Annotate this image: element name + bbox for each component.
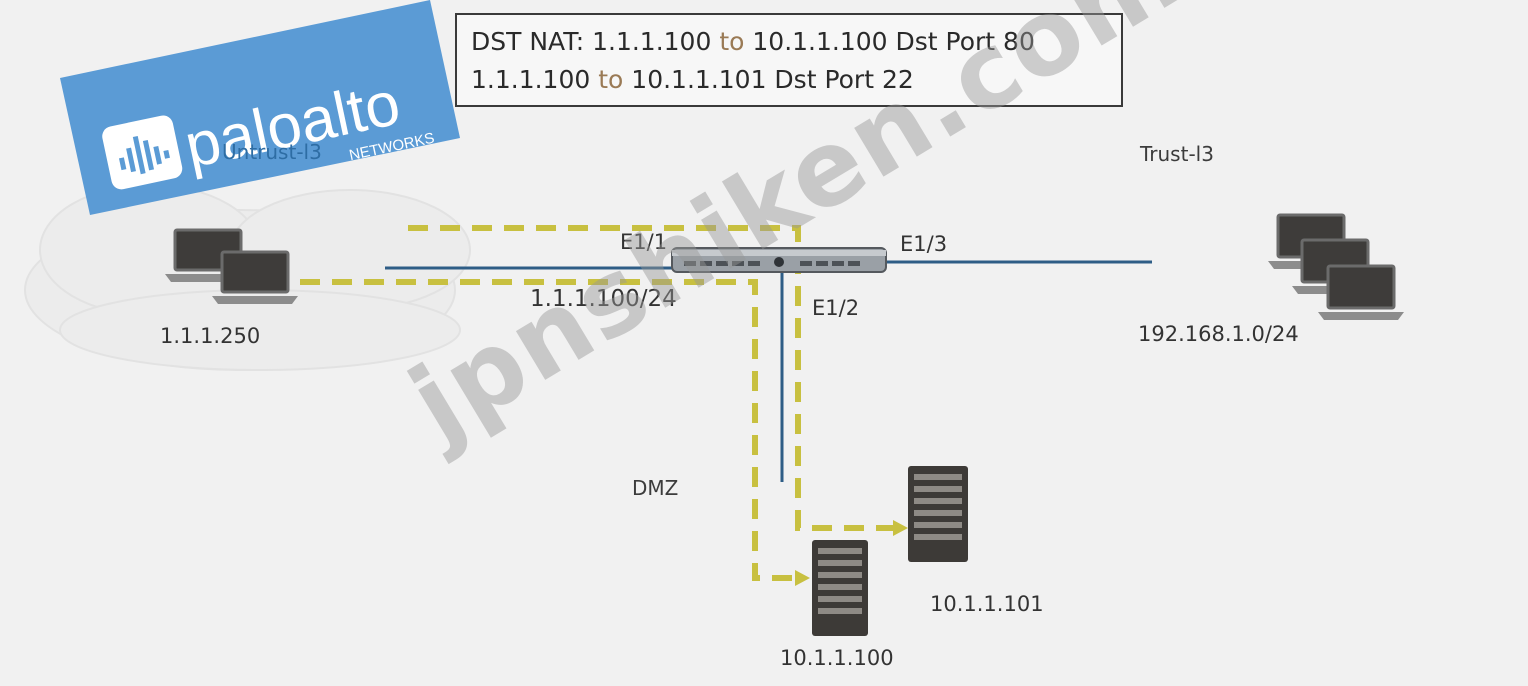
interface-label-e1-1: E1/1	[620, 230, 668, 254]
path-port80	[300, 279, 795, 581]
nat-rule-2-suffix: 10.1.1.101 Dst Port 22	[631, 65, 914, 94]
nat-rule-line-1: DST NAT: 1.1.1.100 to 10.1.1.100 Dst Por…	[471, 27, 1035, 56]
interface-ip-label: 1.1.1.100/24	[530, 286, 677, 312]
firewall-icon	[671, 247, 887, 273]
interface-label-e1-2: E1/2	[812, 296, 860, 320]
arrow-to-server2	[893, 520, 908, 536]
nat-rule-1-to: to	[719, 27, 745, 56]
zone-label-untrust: Untrust-l3	[222, 140, 322, 164]
server-2-ip-label: 10.1.1.101	[930, 592, 1044, 616]
laptop-icon-client	[165, 228, 298, 304]
server-icon-2	[908, 466, 968, 562]
zone-label-dmz: DMZ	[632, 476, 679, 500]
trust-network-label: 192.168.1.0/24	[1138, 322, 1299, 346]
interface-label-e1-3: E1/3	[900, 232, 948, 256]
nat-rule-1-prefix: DST NAT: 1.1.1.100	[471, 27, 712, 56]
nat-rule-1-suffix: 10.1.1.100 Dst Port 80	[752, 27, 1035, 56]
path-port22	[408, 225, 895, 531]
nat-rule-2-prefix: 1.1.1.100	[471, 65, 591, 94]
arrow-to-server1	[795, 570, 810, 586]
zone-label-trust: Trust-l3	[1140, 142, 1214, 166]
client-ip-label: 1.1.1.250	[160, 324, 261, 348]
paloalto-logo: paloalto NETWORKS	[60, 0, 460, 215]
laptop-icon-trust	[1268, 213, 1404, 320]
nat-rule-box: DST NAT: 1.1.1.100 to 10.1.1.100 Dst Por…	[455, 13, 1123, 107]
nat-rule-line-2: 1.1.1.100 to 10.1.1.101 Dst Port 22	[471, 65, 914, 94]
server-1-ip-label: 10.1.1.100	[780, 646, 894, 670]
nat-rule-2-to: to	[598, 65, 624, 94]
server-icon-1	[812, 540, 868, 636]
